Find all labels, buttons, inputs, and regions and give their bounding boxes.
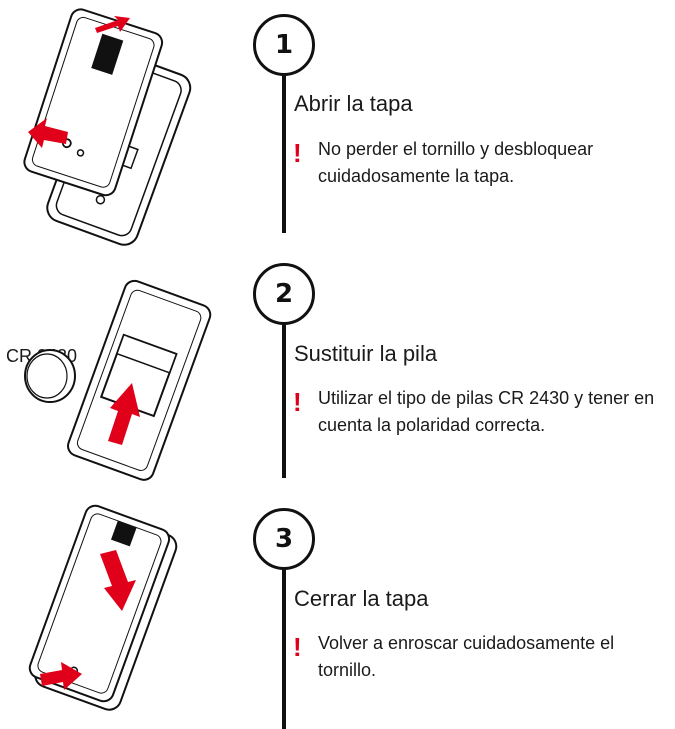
step-open-cover: 1 Abrir la tapa ! No perder el tornillo … <box>0 0 675 246</box>
remote-body <box>67 279 212 481</box>
open-cover-illustration <box>0 0 250 246</box>
step-number-badge: 2 <box>253 263 315 325</box>
arrow-down-icon <box>100 550 136 611</box>
exclamation-icon: ! <box>293 632 302 662</box>
timeline-line <box>282 566 286 729</box>
arrow-right-icon <box>40 662 82 690</box>
exclamation-icon: ! <box>293 138 302 168</box>
step-close-cover: 3 Cerrar la tapa ! Volver a enroscar cui… <box>0 486 675 729</box>
remote-open-cover-drawing <box>23 8 192 246</box>
remote-battery-drawing <box>24 279 212 481</box>
step-title: Cerrar la tapa <box>294 586 429 611</box>
step-note: Volver a enroscar cuidadosamente el torn… <box>318 633 615 680</box>
step-number-badge: 1 <box>253 14 315 76</box>
timeline-line <box>282 321 286 478</box>
step-title: Sustituir la pila <box>294 341 438 366</box>
exclamation-icon: ! <box>293 387 302 417</box>
timeline-line <box>282 70 286 233</box>
step-number-badge: 3 <box>253 508 315 570</box>
coin-battery-icon <box>24 349 76 403</box>
step-note: Utilizar el tipo de pilas CR 2430 y tene… <box>318 388 655 435</box>
arrow-insert-icon <box>108 383 140 445</box>
arrow-up-icon <box>95 16 130 33</box>
replace-battery-illustration: CR 2430 <box>0 243 250 486</box>
arrow-left-icon <box>28 118 68 148</box>
step-title: Abrir la tapa <box>294 91 413 116</box>
step-note: No perder el tornillo y desbloquear cuid… <box>318 139 594 186</box>
close-cover-illustration <box>0 486 250 729</box>
remote-close-cover-drawing <box>28 504 178 711</box>
step-replace-battery: CR 2430 2 Sustitui <box>0 243 675 486</box>
